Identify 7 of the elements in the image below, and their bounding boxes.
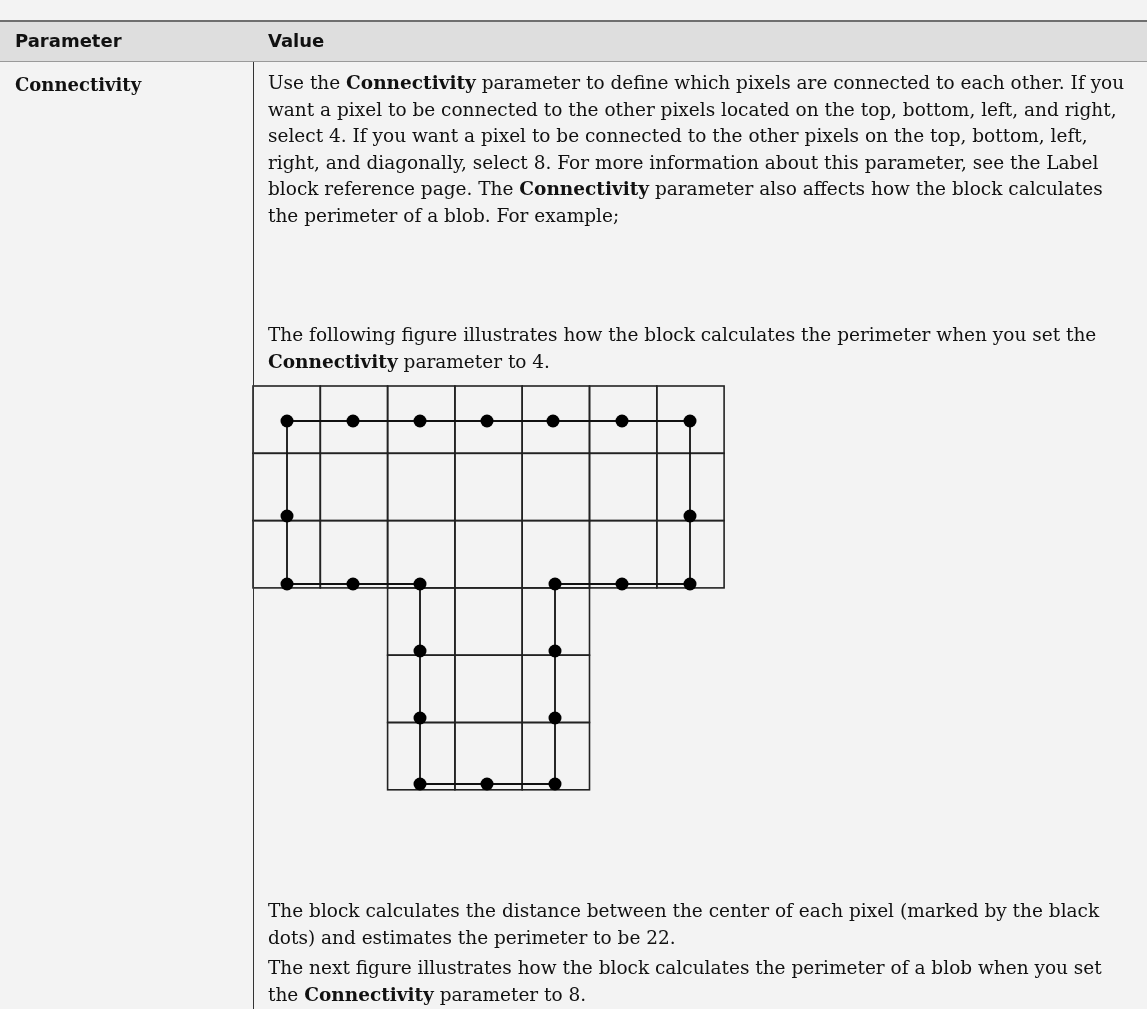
column-header: Value [268,30,325,51]
description-paragraph: Use the Connectivity parameter to define which pixels are connected to each other. If you want a pixel to be connected to the other pixels located on the top, bottom, left, and right, select 4. If you want a pixel to be connected to the other pixels on the top, bottom, left, right, and diagonally, select 8. For more information about this parameter, see the Label block reference page. The Connectivity parameter also affects how the block calculates the perimeter of a blob. For example; [268,71,1126,228]
column-header: Parameter [15,30,122,51]
description-paragraph: The block calculates the distance between the center of each pixel (marked by the black dots) and estimates the perimeter to be 22. [268,899,1101,950]
description-paragraph: The next figure illustrates how the block calculates the perimeter of a blob when you set the Connectivity parameter to 8. [268,956,1103,1007]
parameter-name: Connectivity [15,74,142,95]
description-paragraph: The following figure illustrates how the block calculates the perimeter when you set the Connectivity parameter to 4. [268,323,1098,374]
